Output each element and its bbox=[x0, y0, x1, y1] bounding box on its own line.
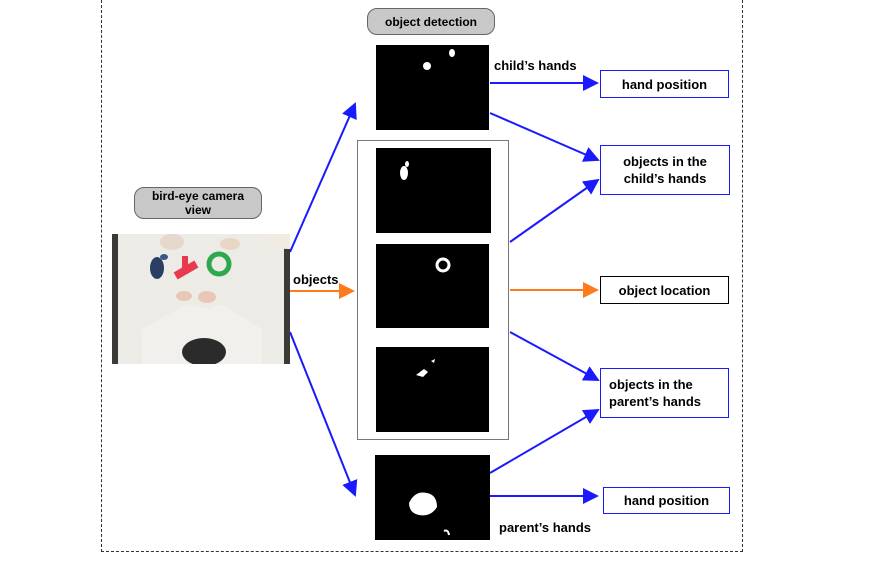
object-mask-1 bbox=[376, 148, 491, 233]
parent-hands-mask bbox=[375, 455, 490, 540]
hand-position-bottom-box: hand position bbox=[603, 487, 730, 514]
camera-view-label: bird-eye camera view bbox=[134, 187, 262, 219]
child-hands-mask bbox=[376, 45, 489, 130]
objects-label: objects bbox=[293, 272, 339, 287]
arrow-child-to-objects-child bbox=[489, 112, 600, 162]
objects-in-child-hands-box: objects in the child’s hands bbox=[600, 145, 730, 195]
object-location-box: object location bbox=[600, 276, 729, 304]
arrow-object2-to-objects-child bbox=[509, 178, 600, 243]
hand-position-top-box: hand position bbox=[600, 70, 729, 98]
camera-image bbox=[112, 234, 290, 364]
object-mask-2 bbox=[376, 244, 489, 328]
diagram-frame bbox=[101, 0, 743, 552]
object-mask-3 bbox=[376, 347, 489, 432]
arrow-to-child-hands bbox=[289, 102, 357, 253]
parent-hands-label: parent’s hands bbox=[499, 520, 591, 535]
arrow-to-parent-hands bbox=[289, 331, 358, 497]
arrow-object2-to-objects-parent bbox=[509, 331, 600, 381]
camera-scene bbox=[112, 234, 290, 364]
child-hands-label: child’s hands bbox=[494, 58, 577, 73]
objects-in-parent-hands-box: objects in the parent’s hands bbox=[600, 368, 729, 418]
arrow-parent-to-objects-parent bbox=[489, 408, 600, 474]
header-title: object detection bbox=[384, 14, 477, 29]
object-detection-header: object detection bbox=[367, 8, 495, 35]
